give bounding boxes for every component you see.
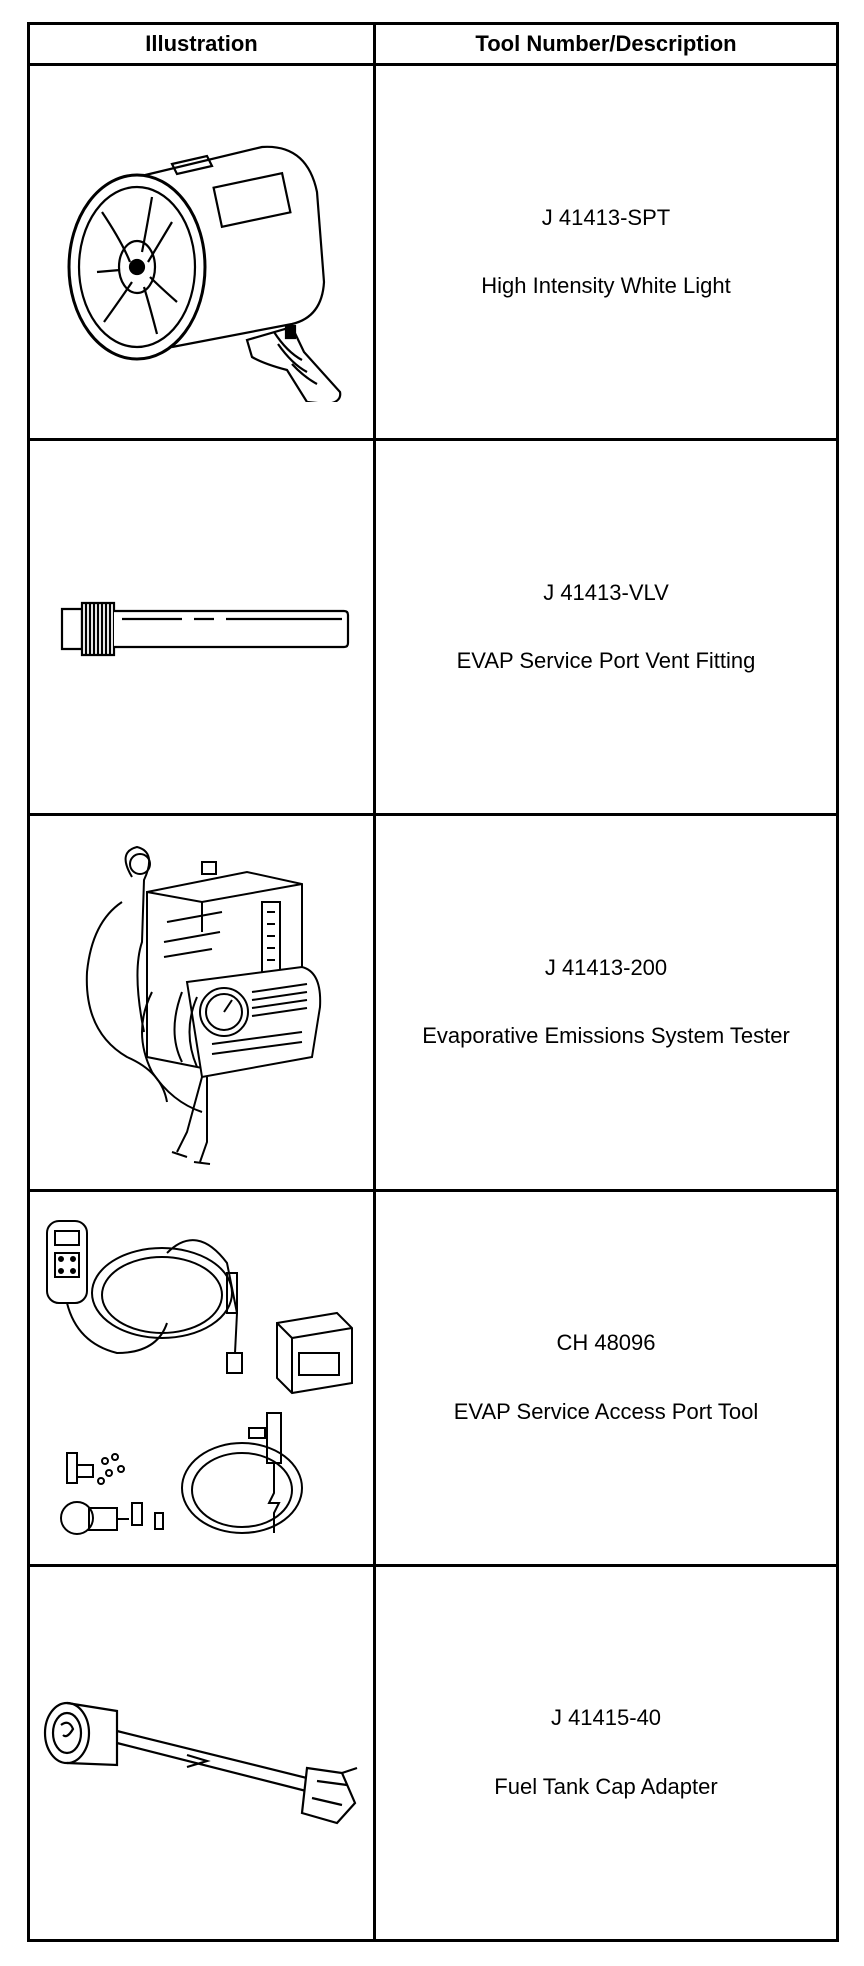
table-header-row: Illustration Tool Number/Description [27,22,839,66]
tool-description-cell: J 41413-200 Evaporative Emissions System… [373,813,839,1192]
illustration-cell [27,1188,376,1567]
table-row: J 41413-SPT High Intensity White Light [27,62,839,442]
illustration-cell [27,1563,376,1943]
header-tool-number-description: Tool Number/Description [373,22,839,66]
illustration-cell [27,438,376,817]
illustration-cell [27,813,376,1192]
spotlight-icon [42,102,362,403]
tool-description: EVAP Service Access Port Tool [453,1398,759,1424]
tool-number: J 41415-40 [550,1705,662,1731]
table-row: CH 48096 EVAP Service Access Port Tool [27,1188,839,1567]
tool-description-cell: CH 48096 EVAP Service Access Port Tool [373,1188,839,1567]
table-row: J 41413-200 Evaporative Emissions System… [27,813,839,1192]
tool-description-cell: J 41415-40 Fuel Tank Cap Adapter [373,1563,839,1943]
tool-description: Fuel Tank Cap Adapter [494,1773,718,1799]
tool-number: J 41413-VLV [543,579,669,605]
table-row: J 41413-VLV EVAP Service Port Vent Fitti… [27,438,839,817]
tool-description-cell: J 41413-VLV EVAP Service Port Vent Fitti… [373,438,839,817]
emissions-tester-icon [72,832,332,1172]
tool-number: J 41413-200 [544,955,668,981]
tool-description: EVAP Service Port Vent Fitting [456,648,756,674]
tool-description-cell: J 41413-SPT High Intensity White Light [373,62,839,442]
tool-description: High Intensity White Light [481,273,731,299]
special-tools-table: Illustration Tool Number/Description [27,22,839,1943]
table-row: J 41415-40 Fuel Tank Cap Adapter [27,1563,839,1943]
tool-number: CH 48096 [556,1330,656,1356]
fuel-cap-adapter-icon [37,1673,367,1833]
tool-number: J 41413-SPT [541,204,671,230]
vent-fitting-icon [42,587,362,667]
tool-description: Evaporative Emissions System Tester [422,1023,790,1049]
illustration-cell [27,62,376,442]
access-port-tool-kit-icon [37,1203,367,1553]
header-illustration: Illustration [27,22,376,66]
